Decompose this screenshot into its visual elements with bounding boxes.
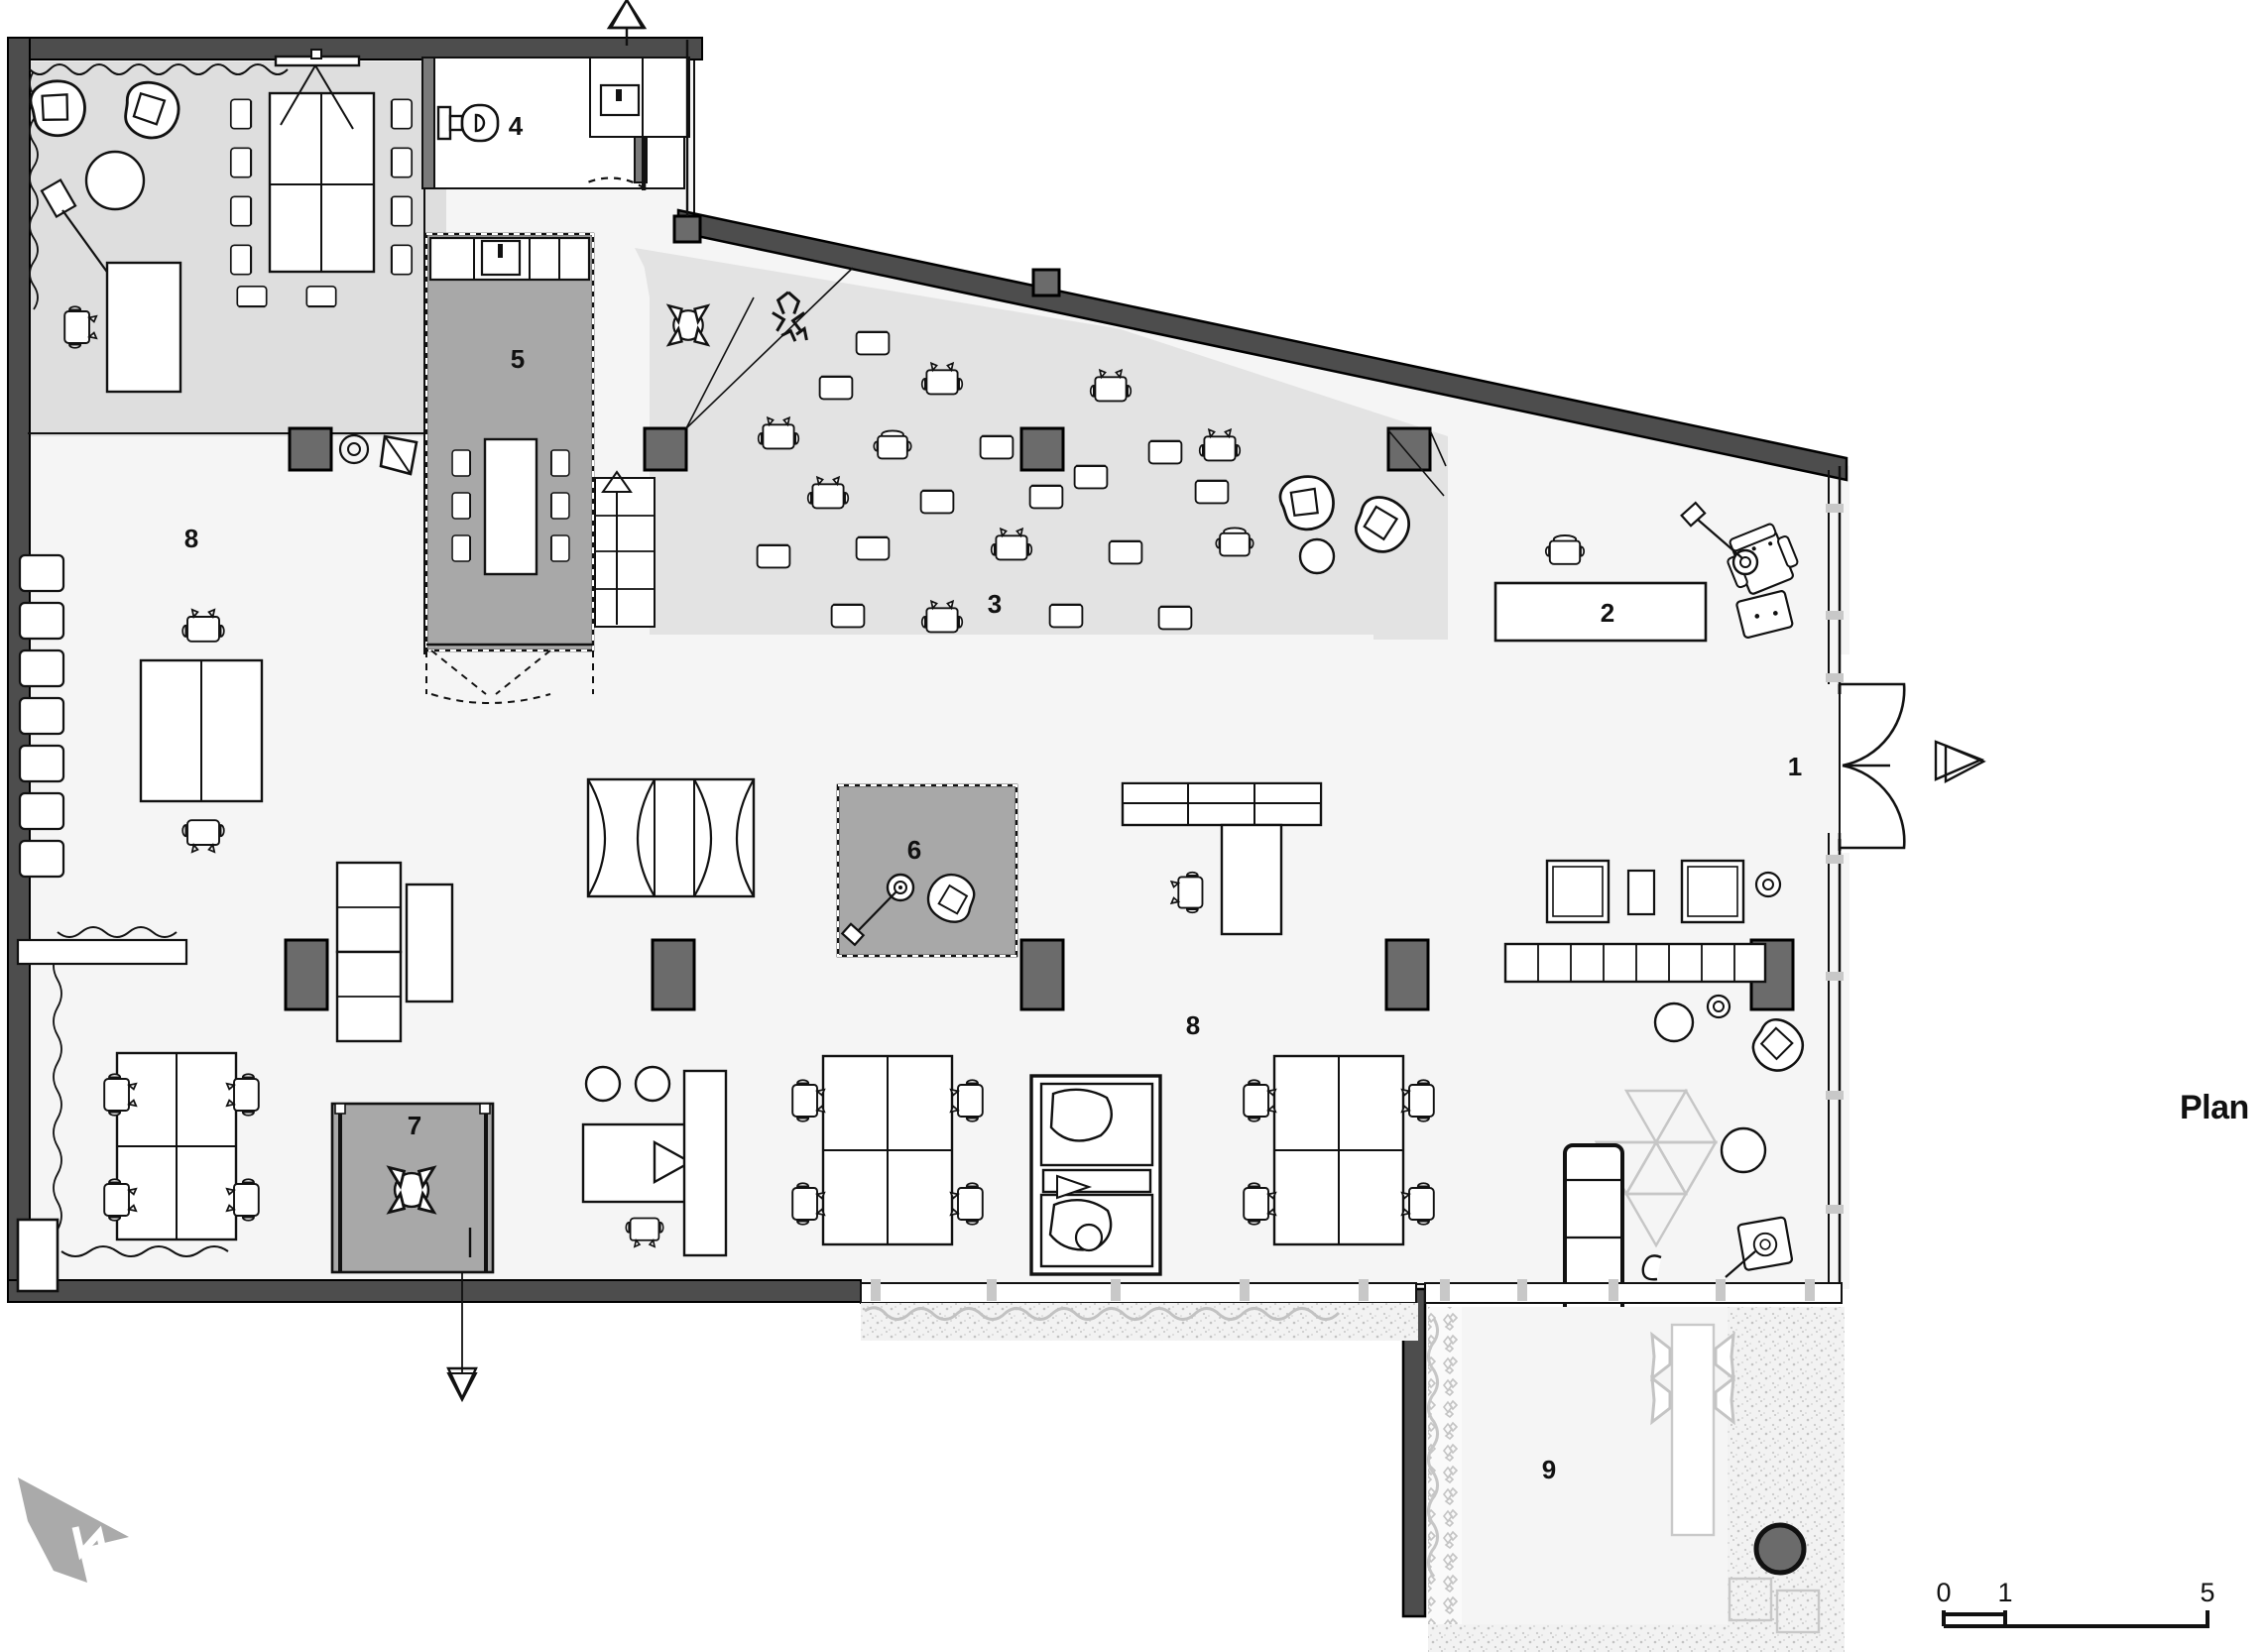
workspace-chairs bbox=[667, 291, 1418, 634]
reception-desk-2 bbox=[1493, 534, 1708, 643]
scale-bar-labels: 0 1 5 bbox=[1936, 1578, 2214, 1607]
lower-desks-left bbox=[103, 1051, 260, 1241]
room-number-labels: 1 2 3 4 5 6 7 8 8 9 bbox=[184, 111, 1802, 1484]
stair bbox=[594, 470, 656, 628]
library-cluster bbox=[1503, 859, 1814, 1082]
plan-title: Plan bbox=[2180, 1089, 2249, 1126]
reception-lounge bbox=[1680, 501, 1799, 639]
structural-columns bbox=[284, 426, 1795, 1011]
room-label-kitchen-pantry: 5 bbox=[511, 344, 525, 374]
shelving-units bbox=[335, 861, 454, 1043]
seating-cluster bbox=[586, 777, 756, 898]
print-station bbox=[581, 1065, 728, 1257]
room-label-small-meeting-room: 7 bbox=[408, 1111, 421, 1140]
scale-tick-1: 1 bbox=[1997, 1578, 2012, 1607]
studio-left-desks bbox=[18, 553, 264, 879]
section-markers bbox=[446, 0, 1985, 1401]
south-facade bbox=[860, 1279, 1843, 1358]
room-label-studio-open-office-north: 8 bbox=[184, 524, 198, 553]
room-label-quiet-room: 6 bbox=[907, 835, 921, 865]
phone-pods bbox=[1029, 1074, 1162, 1276]
quiet-room-6 bbox=[836, 783, 1018, 958]
terrace-9 bbox=[1427, 1307, 1845, 1652]
north-arrow bbox=[18, 1477, 129, 1583]
lower-desks-right bbox=[1243, 1054, 1435, 1246]
scale-bar bbox=[1942, 1610, 2209, 1628]
room-label-wc: 4 bbox=[509, 111, 524, 141]
lower-desks-mid bbox=[791, 1054, 984, 1246]
lounge-sofa bbox=[1121, 781, 1323, 936]
room-label-studio-open-office-south: 8 bbox=[1186, 1010, 1200, 1040]
scale-tick-0: 0 bbox=[1936, 1578, 1951, 1607]
room-label-outdoor-terrace: 9 bbox=[1542, 1455, 1556, 1484]
room-label-open-workspace: 3 bbox=[988, 589, 1002, 619]
room-label-entrance: 1 bbox=[1788, 752, 1802, 781]
wash-room bbox=[589, 57, 690, 138]
room-label-reception-desk: 2 bbox=[1601, 598, 1614, 628]
main-meeting-room bbox=[26, 49, 414, 394]
kitchen-room-5 bbox=[424, 232, 595, 704]
meeting-room-7 bbox=[330, 1102, 495, 1403]
scale-tick-5: 5 bbox=[2200, 1578, 2214, 1607]
